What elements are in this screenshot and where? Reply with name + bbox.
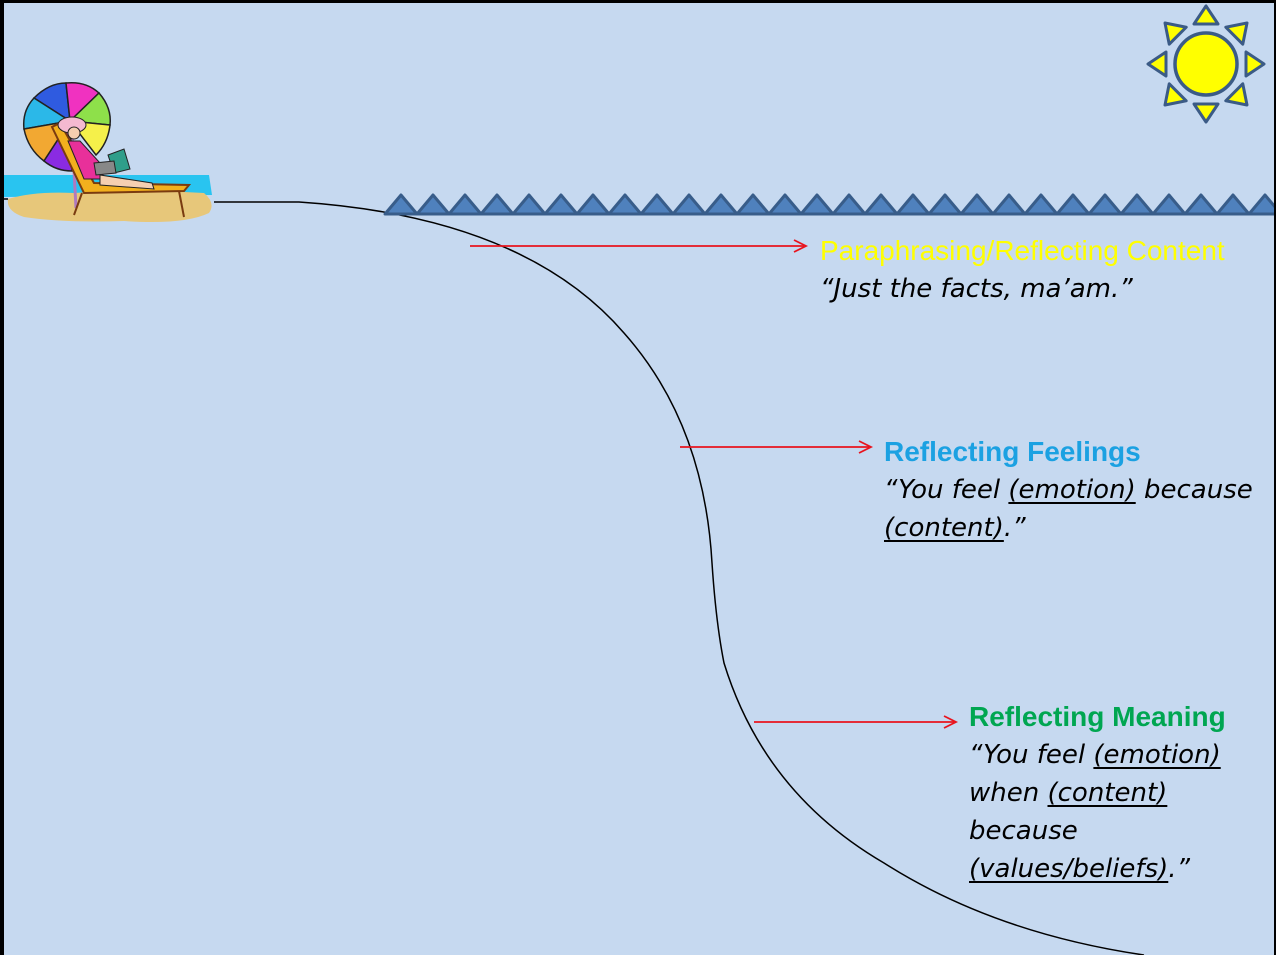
placeholder-term: (emotion) [1093, 740, 1221, 770]
wave-triangle [831, 193, 867, 216]
wave-triangle [383, 193, 419, 216]
wave-triangle [799, 193, 835, 216]
quote-text: .” [1003, 513, 1026, 543]
level-quote: “You feel (emotion) when (content) because… [969, 736, 1226, 888]
sun-icon [1146, 4, 1266, 124]
sun-ray [1146, 50, 1168, 78]
arrow-content [470, 239, 809, 253]
sun-core [1173, 31, 1239, 97]
placeholder-term: (emotion) [1008, 475, 1136, 505]
sun-ray [1163, 21, 1188, 46]
wave-triangle [895, 193, 931, 216]
wave-triangle [575, 193, 611, 216]
wave-triangle [1215, 193, 1251, 216]
wave-triangle [671, 193, 707, 216]
woman-figure [57, 116, 155, 190]
quote-text: because [1135, 475, 1253, 505]
wave-triangle [511, 193, 547, 216]
wave-triangle [1087, 193, 1123, 216]
quote-text: “Just the facts, ma’am.” [820, 274, 1133, 304]
wave-triangle [1247, 193, 1274, 216]
umbrella-icon [22, 81, 112, 172]
wave-triangle [639, 193, 675, 216]
placeholder-term: (content) [1047, 778, 1168, 808]
sun-ray [1192, 4, 1220, 26]
beach-scene-illustration [4, 81, 212, 222]
quote-text: “You feel [969, 740, 1094, 770]
wave-triangle [1119, 193, 1155, 216]
level-heading: Reflecting Feelings [884, 436, 1141, 467]
depth-curve [214, 201, 1145, 955]
quote-text: .” [1168, 854, 1190, 884]
wave-triangle [479, 193, 515, 216]
wave-triangle [1023, 193, 1059, 216]
sun-ray [1244, 50, 1266, 78]
placeholder-term: (content) [884, 513, 1004, 543]
wave-triangle [927, 193, 963, 216]
slide: Paraphrasing/Reflecting Content “Just th… [4, 3, 1274, 955]
quote-text: when [969, 778, 1048, 808]
sun-ray [1163, 82, 1188, 107]
level-content: Paraphrasing/Reflecting Content “Just th… [820, 232, 1225, 308]
wave-triangle [1183, 193, 1219, 216]
placeholder-term: (values/beliefs) [969, 854, 1169, 884]
wave-triangle [415, 193, 451, 216]
wave-triangle [447, 193, 483, 216]
sun-ray [1224, 21, 1249, 46]
quote-text: “You feel [884, 475, 1009, 505]
wave-triangle [1055, 193, 1091, 216]
wave-triangle [703, 193, 739, 216]
depth-diagram [4, 4, 1274, 955]
wave-triangle [543, 193, 579, 216]
arrow-feelings [680, 440, 874, 454]
sun-ray [1192, 102, 1220, 124]
wave-triangle [991, 193, 1027, 216]
level-feelings: Reflecting Feelings “You feel (emotion) … [884, 433, 1253, 547]
arrow-meaning [754, 715, 959, 729]
wave-triangle [959, 193, 995, 216]
wave-triangle [607, 193, 643, 216]
ocean-waves [383, 193, 1274, 216]
level-heading: Paraphrasing/Reflecting Content [820, 235, 1225, 266]
level-heading: Reflecting Meaning [969, 701, 1226, 732]
wave-triangle [863, 193, 899, 216]
level-quote: “Just the facts, ma’am.” [820, 270, 1225, 308]
wave-triangle [767, 193, 803, 216]
sun-ray [1224, 82, 1249, 107]
level-meaning: Reflecting Meaning “You feel (emotion) wh… [969, 698, 1226, 888]
wave-triangle [1151, 193, 1187, 216]
quote-text: because [969, 816, 1078, 846]
wave-triangle [735, 193, 771, 216]
beach-sand [7, 191, 212, 222]
level-quote: “You feel (emotion) because (content).” [884, 471, 1253, 547]
